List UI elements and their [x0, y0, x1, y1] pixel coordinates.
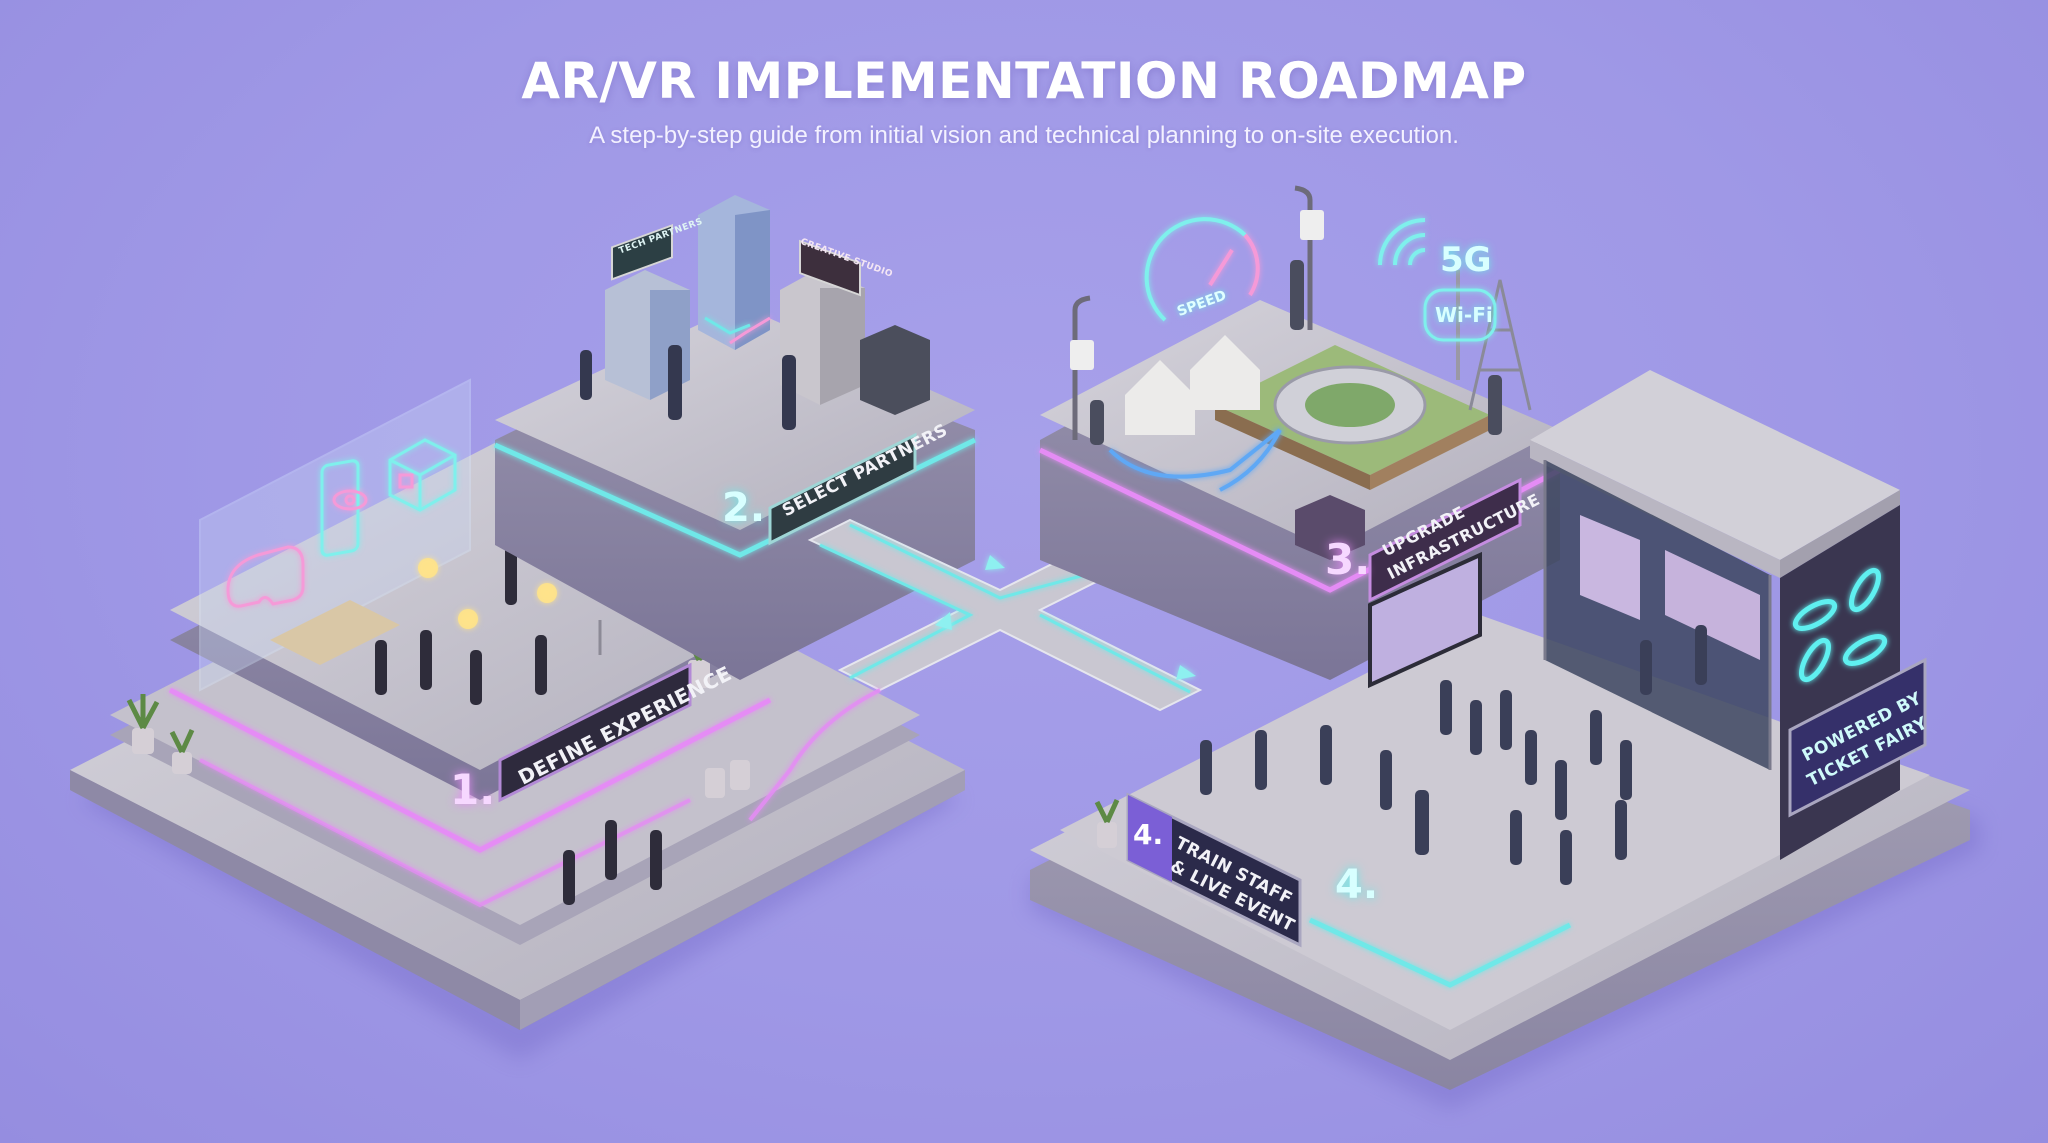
platform-step-4	[1030, 370, 1980, 1110]
step-number-3: 3.	[1325, 535, 1371, 584]
handshake-icon	[704, 316, 771, 345]
wifi-router	[1070, 340, 1094, 370]
page-title: AR/VR IMPLEMENTATION ROADMAP	[521, 52, 1527, 110]
lamp-post-wifi	[1072, 185, 1313, 440]
step-number-2: 2.	[722, 485, 766, 531]
sign-board-step-2	[768, 432, 917, 546]
vr-demo-screen	[1368, 551, 1482, 689]
sign-board-step-4	[1126, 792, 1302, 948]
speed-gauge-icon	[1144, 217, 1260, 322]
step-number-4-floor: 4.	[1335, 862, 1379, 908]
header: AR/VR IMPLEMENTATION ROADMAP A step-by-s…	[0, 52, 2048, 150]
sign-board-step-3	[1368, 477, 1522, 603]
5g-label: 5G	[1440, 240, 1492, 280]
building-skyscraper	[698, 195, 770, 350]
hologram-screen	[199, 378, 471, 692]
step-number-4-sign: 4.	[1133, 818, 1164, 851]
step-number-1: 1.	[450, 765, 496, 814]
wifi-badge	[1423, 288, 1497, 342]
platform-step-2	[493, 195, 977, 680]
wifi-router	[1300, 210, 1324, 240]
3d-cube-icon	[388, 438, 457, 512]
sign-board-step-1	[498, 662, 692, 803]
sign-board-powered-by	[1788, 657, 1927, 818]
page-subtitle: A step-by-step guide from initial vision…	[589, 122, 1459, 149]
flow-arrow-icon	[935, 555, 1196, 680]
crowd-attendees	[1200, 625, 1707, 885]
plant-decoration	[126, 636, 750, 798]
event-tent	[1125, 335, 1260, 435]
vr-headset-icon	[226, 545, 305, 608]
people-group-step-3	[1090, 260, 1502, 445]
building-creative-studio	[780, 239, 865, 405]
wifi-signal-icon	[1378, 218, 1426, 266]
people-group-step-2	[580, 345, 796, 430]
ticket-fairy-logo-icon	[1792, 567, 1888, 683]
phone-ar-eye-icon	[320, 459, 368, 557]
wifi-label: Wi-Fi	[1435, 303, 1493, 327]
people-group-step-1	[375, 545, 662, 905]
